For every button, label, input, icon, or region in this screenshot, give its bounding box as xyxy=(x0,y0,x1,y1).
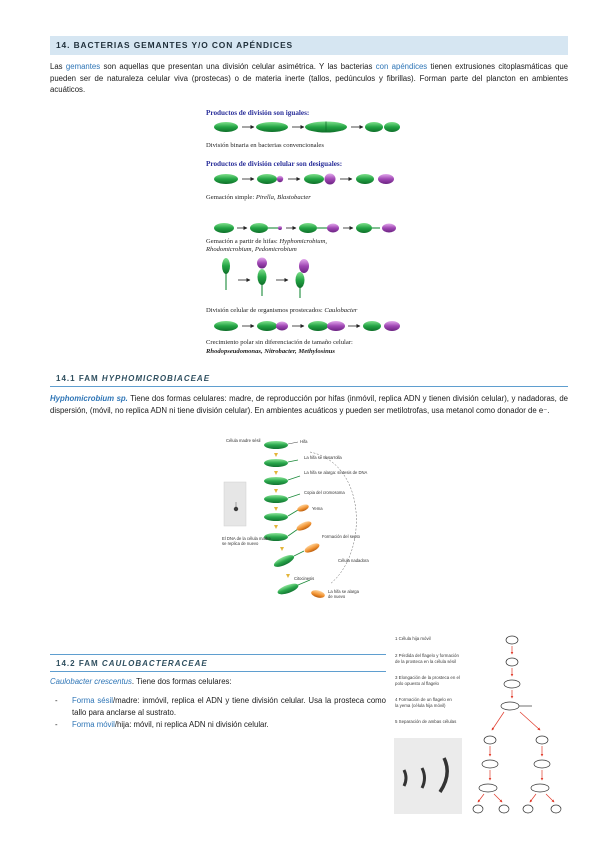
caulobacter-paragraph: Caulobacter crescentus. Tiene dos formas… xyxy=(50,677,232,686)
micrograph-caulobacter xyxy=(394,738,462,814)
step-4b: la yema (célula hija móvil) xyxy=(395,703,446,708)
species-hyphomicrobium: Hyphomicrobium sp. xyxy=(50,394,128,403)
micrograph-image xyxy=(223,481,247,527)
division-types-figure: Productos de división son iguales: Divis… xyxy=(205,109,400,355)
caption-binary: División binaria en bacterias convencion… xyxy=(206,142,324,149)
hyphal-budding-row xyxy=(214,223,396,233)
section-heading: 14. BACTERIAS GEMANTES Y/O CON APÉNDICES xyxy=(50,36,568,55)
subsection-heading-hyphomicrobiaceae: 14.1 FAM HYPHOMICROBIACEAE xyxy=(56,374,211,383)
label-swarmer-cell: Célula nadadora xyxy=(338,558,369,563)
subsection-rule-bottom xyxy=(50,671,386,672)
term-apendices: con apéndices xyxy=(375,62,428,71)
binary-fission-row xyxy=(214,121,400,133)
caption-polar-growth-1: Crecimiento polar sin diferenciación de … xyxy=(206,339,353,346)
hyphomicrobium-cycle-figure: Célula madre sésil Hifa La hifa se desar… xyxy=(222,438,369,599)
caption-hyphal-budding-1: Gemación a partir de hifas: Hyphomicrobi… xyxy=(206,238,327,245)
label-hypha-elongates: La hifa se alarga: síntesis de DNA xyxy=(304,470,368,475)
prosthecate-division-row xyxy=(222,257,309,298)
caption-prosthecate: División celular de organismos prostecad… xyxy=(206,307,358,314)
subsection-rule xyxy=(50,386,568,387)
step-1: 1 Célula hija móvil xyxy=(395,636,431,641)
label-bud: Yema xyxy=(312,506,323,511)
section-title: BACTERIAS GEMANTES Y/O CON APÉNDICES xyxy=(73,40,294,50)
cell-forms-list: - Forma sésil/madre: inmóvil, replica el… xyxy=(50,695,386,730)
label-mother-cell: Célula madre sésil xyxy=(226,438,261,443)
subsection-heading-caulobacteraceae: 14.2 FAM CAULOBACTERACEAE xyxy=(56,659,208,668)
step-4a: 4 Formación de un flagelo en xyxy=(395,697,452,702)
term-motile-form: Forma móvil xyxy=(72,719,115,729)
caulobacter-cycle-figure: 1 Célula hija móvil 2 Pérdida del flagel… xyxy=(394,635,562,814)
caulobacter-cycle-cells xyxy=(472,635,562,814)
simple-budding-row xyxy=(214,173,394,185)
term-sessile-form: Forma sésil xyxy=(72,696,114,705)
caption-hyphal-budding-2: Rhodomicrobium, Pedomicrobium xyxy=(205,246,297,253)
caption-simple-budding: Gemación simple: Pirella, Blastobacter xyxy=(206,194,311,201)
term-gemantes: gemantes xyxy=(65,62,101,71)
step-5: 5 Separación de ambas células xyxy=(395,719,457,724)
label-chromosome-copy: Copia del cromosoma xyxy=(304,490,345,495)
hyphomicrobium-paragraph: Hyphomicrobium sp. Tiene dos formas celu… xyxy=(50,394,568,415)
step-3a: 3 Elongación de la prosteca en el xyxy=(395,675,460,680)
section-number: 14. xyxy=(56,40,71,50)
fig-title-unequal: Productos de división celular son desigu… xyxy=(206,160,342,168)
label-hypha: Hifa xyxy=(300,439,308,444)
label-dna-replicates-2: se replica de nuevo xyxy=(222,541,259,546)
label-hypha-again-1: La hifa se alarga xyxy=(328,589,360,594)
label-cytokinesis: Citocinesis xyxy=(294,576,314,581)
list-item: - Forma sésil/madre: inmóvil, replica el… xyxy=(55,696,386,717)
step-2b: de la prosteca en la célula sésil xyxy=(395,659,456,664)
polar-growth-row xyxy=(214,321,400,331)
step-3b: polo opuesto al flagelo xyxy=(395,681,439,686)
step-2a: 2 Pérdida del flagelo y formación xyxy=(395,653,460,658)
label-dna-replicates-1: El DNA de la célula madre xyxy=(222,536,272,541)
subsection-rule-top xyxy=(50,654,386,655)
caption-polar-growth-2: Rhodopseudomonas, Nitrobacter, Methylosi… xyxy=(205,348,335,355)
list-item: - Forma móvil/hija: móvil, ni replica AD… xyxy=(55,719,269,729)
label-septum: Formación del septo xyxy=(322,534,361,539)
label-hypha-again-2: de nuevo xyxy=(328,594,346,599)
cycle-cells xyxy=(264,441,325,598)
label-hypha-develops: La hifa se desarrolla xyxy=(304,455,342,460)
species-caulobacter: Caulobacter crescentus xyxy=(50,677,132,686)
intro-paragraph: Las gemantes son aquellas que presentan … xyxy=(50,62,568,95)
fig-title-equal: Productos de división son iguales: xyxy=(206,109,309,117)
